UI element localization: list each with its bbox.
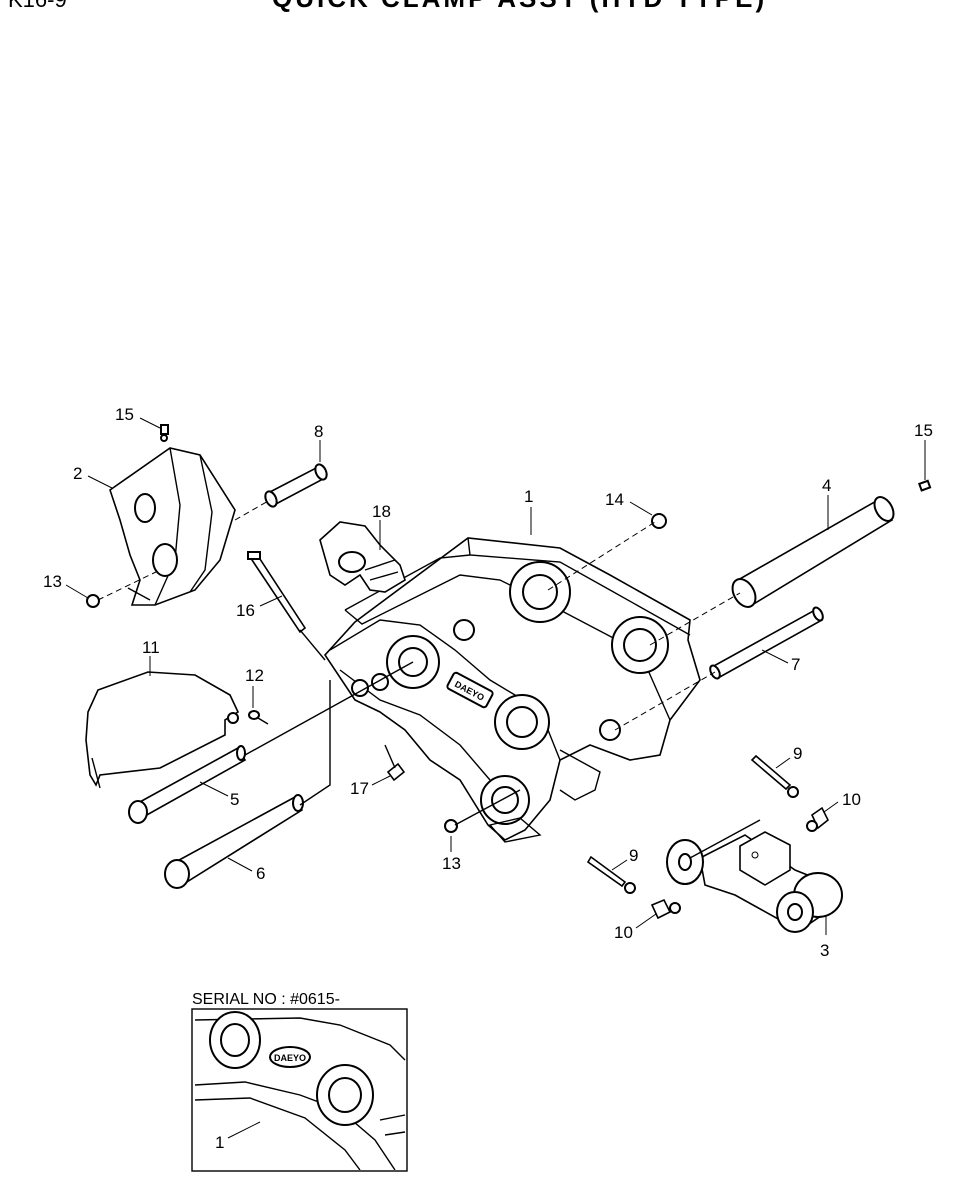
grease-fitting-17 xyxy=(386,762,406,782)
pin-4 xyxy=(731,496,895,608)
inset-serial-label: SERIAL NO : #0615- xyxy=(192,991,340,1008)
callout-15-right: 15 xyxy=(914,421,933,440)
clip-12 xyxy=(248,710,269,725)
callout-9-upper: 9 xyxy=(793,744,802,763)
main-frame-part: DAEYO xyxy=(323,537,701,843)
ring-14 xyxy=(651,513,667,529)
callout-16: 16 xyxy=(236,601,255,620)
callout-10-lower: 10 xyxy=(614,923,633,942)
callout-1: 1 xyxy=(524,487,533,506)
diagram-title: QUICK CLAMP ASSY (HYD TYPE) xyxy=(272,0,767,13)
grease-fitting-15-left xyxy=(160,424,169,442)
callout-11: 11 xyxy=(142,638,160,657)
pin-5 xyxy=(128,745,247,824)
hook-part xyxy=(319,521,406,593)
callout-2: 2 xyxy=(73,464,82,483)
grease-fitting-15-right xyxy=(917,479,932,492)
bolt-16 xyxy=(247,551,307,634)
callouts: 1 2 3 4 5 6 7 8 9 9 10 10 11 xyxy=(43,405,933,960)
inset-logo-text: DAEYO xyxy=(274,1053,306,1063)
pin-8 xyxy=(264,463,328,508)
assembly-lines xyxy=(97,499,761,859)
callout-14: 14 xyxy=(605,490,624,509)
callout-3: 3 xyxy=(820,941,829,960)
callout-5: 5 xyxy=(230,790,239,809)
elbow-10-upper xyxy=(806,806,830,832)
cover-part xyxy=(85,671,240,789)
page-code: K16-9 xyxy=(8,0,67,12)
callout-6: 6 xyxy=(256,864,265,883)
bolt-9-lower xyxy=(586,855,636,894)
callout-4: 4 xyxy=(822,476,831,495)
callout-17: 17 xyxy=(350,779,369,798)
serial-inset: SERIAL NO : #0615- DAEYO 1 xyxy=(191,991,408,1172)
cylinder-part xyxy=(666,831,843,933)
callout-18: 18 xyxy=(372,502,391,521)
callout-12: 12 xyxy=(245,666,264,685)
ring-13-left xyxy=(86,594,100,608)
ring-13-bottom xyxy=(444,819,458,833)
elbow-10-lower xyxy=(650,898,681,920)
callout-9-lower: 9 xyxy=(629,846,638,865)
pin-6 xyxy=(164,794,304,889)
callout-7: 7 xyxy=(791,655,800,674)
callout-13-left: 13 xyxy=(43,572,62,591)
callout-13-bottom: 13 xyxy=(442,854,461,873)
callout-15-left: 15 xyxy=(115,405,134,424)
bolt-9-upper xyxy=(750,754,799,798)
pin-7 xyxy=(709,606,824,680)
side-plate-part xyxy=(109,447,236,606)
callout-8: 8 xyxy=(314,422,323,441)
callout-10-upper: 10 xyxy=(842,790,861,809)
inset-callout-1: 1 xyxy=(215,1133,224,1152)
